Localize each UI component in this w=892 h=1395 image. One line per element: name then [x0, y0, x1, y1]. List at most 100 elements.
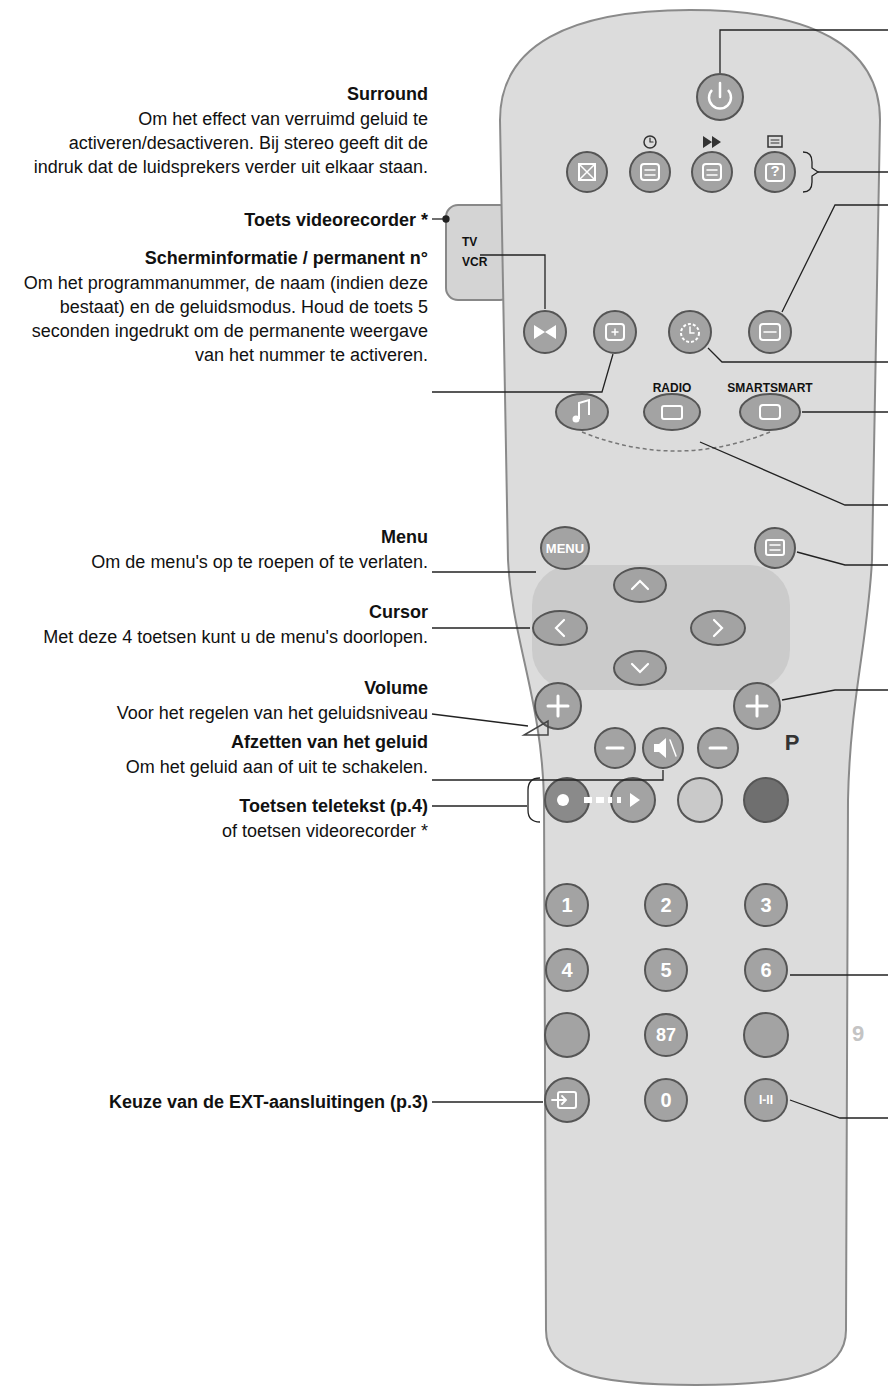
callout-text: Met deze 4 toetsen kunt u de menu's door… — [20, 625, 428, 649]
button — [644, 394, 700, 430]
remote-part — [782, 690, 888, 700]
button — [744, 778, 788, 822]
remote-part — [432, 571, 536, 572]
remote-part — [803, 152, 818, 192]
button — [524, 311, 566, 353]
button-part — [534, 325, 556, 339]
button-symbol — [719, 83, 722, 97]
button — [614, 568, 666, 602]
callout-heading: Scherminformatie / permanent n° — [20, 246, 428, 270]
remote-part — [790, 974, 888, 975]
callout-heading: Toets videorecorder * — [20, 208, 428, 232]
button-symbol — [710, 747, 726, 750]
button-symbol — [714, 620, 722, 636]
button-symbol — [747, 696, 767, 716]
button-text: 5 — [660, 959, 671, 982]
button — [545, 1013, 589, 1057]
button-caption: SMARTSMART — [727, 380, 812, 396]
button — [567, 152, 607, 192]
remote-part — [443, 216, 449, 222]
remote-part — [802, 411, 888, 412]
button — [744, 1013, 788, 1057]
button-text: 3 — [760, 894, 771, 917]
switch-label: VCR — [462, 254, 487, 270]
button-part — [641, 164, 659, 180]
button-part — [681, 324, 699, 342]
callout-heading: Toetsen teletekst (p.4) — [20, 794, 428, 818]
button-part — [557, 794, 569, 806]
callout-heading: Afzetten van het geluid — [20, 730, 428, 754]
button-symbol — [632, 581, 648, 589]
button-symbol — [579, 164, 595, 180]
button — [611, 778, 655, 822]
button-part — [662, 406, 682, 419]
button-part — [584, 797, 592, 803]
button-part — [606, 324, 624, 340]
button-symbol — [607, 747, 623, 750]
button — [556, 394, 608, 430]
button-symbol — [645, 170, 655, 175]
remote-part — [790, 1100, 888, 1118]
button-part — [703, 164, 721, 180]
button-caption: RADIO — [653, 380, 692, 396]
remote-part — [782, 205, 888, 312]
button-symbol — [707, 170, 717, 175]
button-part — [644, 136, 656, 148]
button — [643, 728, 683, 768]
remote-part — [720, 30, 888, 73]
button-part — [579, 400, 589, 419]
remote-button: MENU — [540, 526, 590, 570]
button — [698, 728, 738, 768]
button-symbol — [764, 331, 776, 333]
callout-text: Voor het regelen van het geluidsniveau — [20, 701, 428, 725]
remote-part — [818, 171, 888, 172]
remote-part — [528, 778, 540, 822]
dashed-arc — [582, 432, 770, 451]
remote-part — [797, 552, 888, 565]
button — [594, 311, 636, 353]
button-part — [766, 540, 784, 555]
leader-lines — [432, 30, 888, 1118]
button-symbol: ? — [770, 161, 779, 180]
button — [535, 683, 581, 729]
button-text: 87 — [656, 1025, 676, 1046]
button-part — [760, 324, 780, 340]
faint-number: 9 — [852, 1021, 864, 1047]
button — [614, 651, 666, 685]
button — [755, 528, 795, 568]
callout-text: Om de menu's op te roepen of te verlaten… — [20, 550, 428, 574]
button-text: 1 — [561, 894, 572, 917]
volume-symbol — [524, 721, 548, 735]
remote-button: 6 — [744, 948, 788, 992]
remote-part — [480, 255, 545, 309]
remote-button: 3 — [744, 883, 788, 927]
switch-label: TV — [462, 234, 477, 250]
button-caption: P — [785, 730, 800, 756]
button-part — [596, 797, 604, 803]
callout-text: Om het geluid aan of uit te schakelen. — [20, 755, 428, 779]
button-symbol — [548, 696, 568, 716]
button-symbol — [632, 664, 648, 672]
button-text: 4 — [561, 959, 572, 982]
remote-button: 1 — [545, 883, 589, 927]
button — [697, 74, 743, 120]
button-text: 2 — [660, 894, 671, 917]
button-symbol — [770, 545, 780, 550]
callout-heading: Cursor — [20, 600, 428, 624]
remote-part — [708, 348, 888, 362]
button — [595, 728, 635, 768]
button-text: 6 — [760, 959, 771, 982]
button-part — [630, 793, 640, 807]
button-part — [768, 136, 782, 147]
button — [740, 394, 800, 430]
remote-button: 0 — [644, 1078, 688, 1122]
button-symbol — [612, 329, 618, 335]
button-text: 0 — [660, 1089, 671, 1112]
button — [749, 311, 791, 353]
button-text: MENU — [546, 541, 584, 556]
callout-heading: Menu — [20, 525, 428, 549]
remote-button: 4 — [545, 948, 589, 992]
remote-button: I-II — [744, 1078, 788, 1122]
